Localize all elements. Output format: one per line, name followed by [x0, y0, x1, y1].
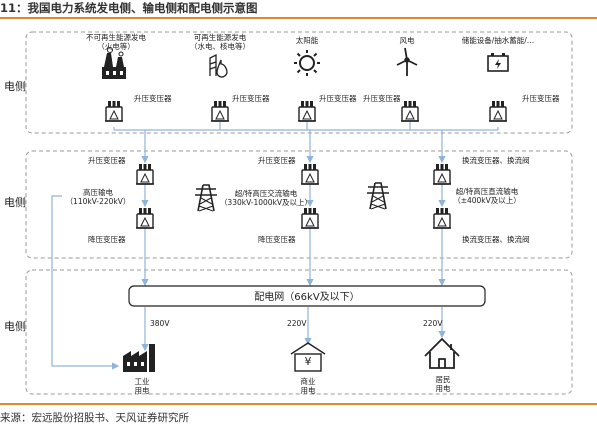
bottom-rule — [0, 403, 597, 405]
resident-label: 居民 — [436, 375, 451, 384]
source-label-wind: 风电 — [400, 35, 415, 45]
top-rule — [0, 17, 597, 19]
gen-transformer-label: 升压变压器 — [319, 93, 357, 103]
converter-label: 换流变压器、换流阀 — [462, 234, 530, 244]
solar-icon — [294, 50, 320, 76]
section-label-transmission: 电侧 — [4, 196, 26, 209]
industry-sublabel: 用电 — [135, 385, 150, 395]
hv-line-sublabel: （110kV-220kV） — [66, 197, 131, 206]
battery-icon — [487, 53, 509, 72]
trans-step-up-transformer-icon — [300, 163, 320, 185]
source-label-thermal: 不可再生能源发电 — [86, 32, 146, 42]
gen-transformer-label: 升压变压器 — [363, 93, 401, 103]
wind-turbine-icon — [396, 47, 418, 76]
trans-step-down-label: 降压变压器 — [258, 234, 296, 244]
gen-transformer-label: 升压变压器 — [232, 93, 270, 103]
gen-transformer-icon — [488, 100, 508, 122]
power-flow-lines — [51, 122, 499, 370]
hv-line-label: 高压输电 — [83, 187, 113, 197]
transmission-section-box — [25, 150, 573, 259]
uhv-dc-label: 超/特高压直流输电 — [456, 186, 519, 196]
industry-label: 工业 — [135, 376, 150, 386]
resident-sublabel: 用电 — [436, 383, 451, 393]
trans-step-down-transformer-icon — [135, 207, 155, 229]
distribution-grid-box — [128, 285, 486, 307]
converter-transformer-icon — [432, 207, 452, 229]
hydro-nuclear-icon — [209, 53, 228, 78]
uhv-ac-label: 超/特高压交流输电 — [235, 188, 298, 198]
converter-label: 换流变压器、换流阀 — [462, 155, 530, 165]
source-sublabel-thermal: （火电等） — [97, 41, 135, 51]
source-sublabel-renewable: （水电、核电等） — [190, 41, 250, 51]
trans-step-up-label: 升压变压器 — [258, 155, 296, 165]
gen-transformer-icon — [400, 100, 420, 122]
section-label-generation: 电侧 — [4, 80, 26, 93]
house-icon — [424, 337, 460, 369]
commerce-sublabel: 用电 — [301, 385, 316, 395]
trans-step-down-transformer-icon — [300, 207, 320, 229]
commerce-label: 商业 — [301, 376, 316, 386]
voltage-label-commerce: 220V — [287, 319, 307, 328]
factory-icon — [123, 344, 155, 372]
dc-tower-icon — [366, 182, 390, 210]
commerce-icon — [290, 342, 326, 372]
converter-transformer-icon — [432, 163, 452, 185]
voltage-label-industry: 380V — [150, 319, 170, 328]
uhv-dc-sublabel: （±400kV及以上） — [453, 196, 521, 205]
gen-transformer-label: 升压变压器 — [134, 93, 172, 103]
gen-transformer-icon — [104, 100, 124, 122]
uhv-ac-sublabel: （330kV-1000kV及以上） — [220, 198, 312, 207]
trans-step-up-transformer-icon — [135, 163, 155, 185]
yen-icon: ¥ — [305, 355, 312, 368]
gen-transformer-label: 升压变压器 — [522, 93, 560, 103]
source-label-storage: 储能设备/抽水蓄能/… — [462, 35, 535, 45]
source-note: 来源：宏远股份招股书、天风证券研究所 — [0, 412, 189, 424]
gen-transformer-icon — [297, 100, 317, 122]
figure-title: 11：我国电力系统发电侧、输电侧和配电侧示意图 — [0, 1, 258, 15]
generation-section-box — [25, 31, 573, 134]
source-label-renewable: 可再生能源发电 — [194, 32, 247, 42]
source-label-solar: 太阳能 — [296, 35, 319, 45]
ac-tower-icon — [194, 184, 218, 212]
gen-transformer-icon — [210, 100, 230, 122]
thermal-plant-icon — [102, 47, 126, 79]
trans-step-down-label: 降压变压器 — [88, 234, 126, 244]
trans-step-up-label: 升压变压器 — [88, 155, 126, 165]
section-label-distribution: 电侧 — [4, 320, 26, 333]
distribution-grid-label: 配电网（66kV及以下） — [254, 290, 359, 303]
voltage-label-resident: 220V — [423, 319, 443, 328]
distribution-section-box — [25, 269, 573, 395]
